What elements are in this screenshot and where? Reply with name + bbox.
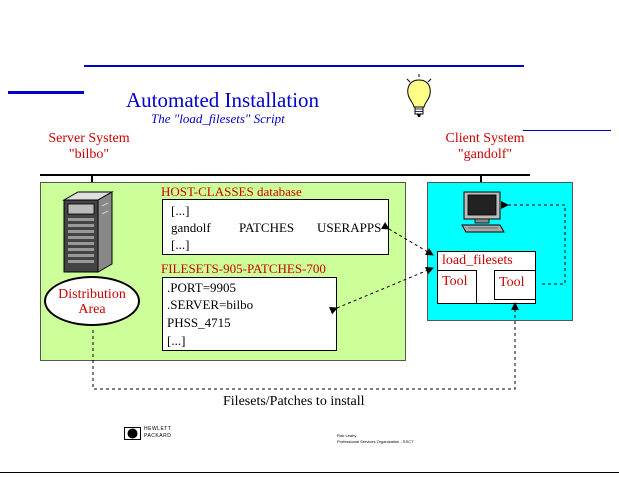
distribution-area bbox=[44, 276, 140, 326]
filesets-line: PHSS_4715 bbox=[167, 315, 231, 330]
host-classes-line: PATCHES bbox=[239, 220, 295, 235]
client-system-name: Client System bbox=[445, 131, 525, 146]
filesets-line: [...] bbox=[167, 333, 186, 348]
host-classes-line: [...] bbox=[171, 237, 190, 252]
right-rule bbox=[523, 130, 611, 131]
server-system-host: "bilbo" bbox=[68, 147, 110, 162]
install-path bbox=[92, 302, 519, 390]
client-system-host: "gandolf" bbox=[457, 147, 513, 162]
author-org: Professional Services Organization - SSC… bbox=[337, 439, 414, 444]
host-classes-line: USERAPPS bbox=[317, 220, 382, 235]
load-filesets-label: load_filesets bbox=[442, 253, 513, 268]
workstation-icon bbox=[461, 191, 505, 233]
server-system-name: Server System bbox=[48, 131, 130, 146]
hp-logo-line2: PACKARD bbox=[144, 433, 172, 439]
filesets-title: FILESETS-905-PATCHES-700 bbox=[161, 261, 326, 276]
host-classes-title: HOST-CLASSES database bbox=[161, 184, 302, 199]
server-system-label: Server System "bilbo" bbox=[40, 131, 138, 163]
light-bulb-icon bbox=[406, 74, 432, 117]
install-caption: Filesets/Patches to install bbox=[223, 394, 365, 409]
distribution-line2: Area bbox=[78, 302, 106, 317]
filesets-line: .PORT=9905 bbox=[167, 280, 237, 295]
tool-box-1: Tool bbox=[437, 270, 477, 304]
hp-logo: HEWLETT PACKARD bbox=[124, 426, 184, 441]
tool-box-2: Tool bbox=[494, 270, 536, 300]
server-tower-icon bbox=[62, 191, 114, 273]
tool-label-1: Tool bbox=[442, 274, 468, 289]
filesets-line: .SERVER=bilbo bbox=[167, 297, 254, 312]
author-info: Rob Leahy Professional Services Organiza… bbox=[337, 433, 413, 445]
host-classes-connector bbox=[380, 221, 434, 256]
host-classes-line: gandolf bbox=[171, 220, 211, 235]
page-title: Automated Installation bbox=[126, 88, 320, 112]
page-subtitle: The "load_filesets" Script bbox=[151, 111, 285, 126]
workstation-loop bbox=[501, 201, 566, 285]
filesets-connector bbox=[329, 267, 434, 315]
bottom-rule bbox=[0, 472, 619, 473]
hp-logo-line1: HEWLETT bbox=[144, 426, 172, 432]
distribution-area-label: Distribution Area bbox=[44, 287, 140, 317]
distribution-line1: Distribution bbox=[58, 287, 126, 302]
left-rule bbox=[8, 91, 84, 94]
author-name: Rob Leahy bbox=[337, 433, 357, 438]
hp-logo-mark bbox=[124, 427, 141, 440]
network-line bbox=[40, 174, 530, 176]
tool-label-2: Tool bbox=[499, 275, 525, 290]
hp-logo-text: HEWLETT PACKARD bbox=[144, 426, 171, 440]
filesets-box: .PORT=9905 .SERVER=bilbo PHSS_4715 [...] bbox=[162, 277, 337, 351]
host-classes-box: [...] gandolf PATCHES USERAPPS [...] bbox=[162, 199, 389, 255]
client-system-label: Client System "gandolf" bbox=[436, 131, 534, 163]
host-classes-line: [...] bbox=[171, 203, 190, 218]
top-rule bbox=[84, 65, 524, 67]
